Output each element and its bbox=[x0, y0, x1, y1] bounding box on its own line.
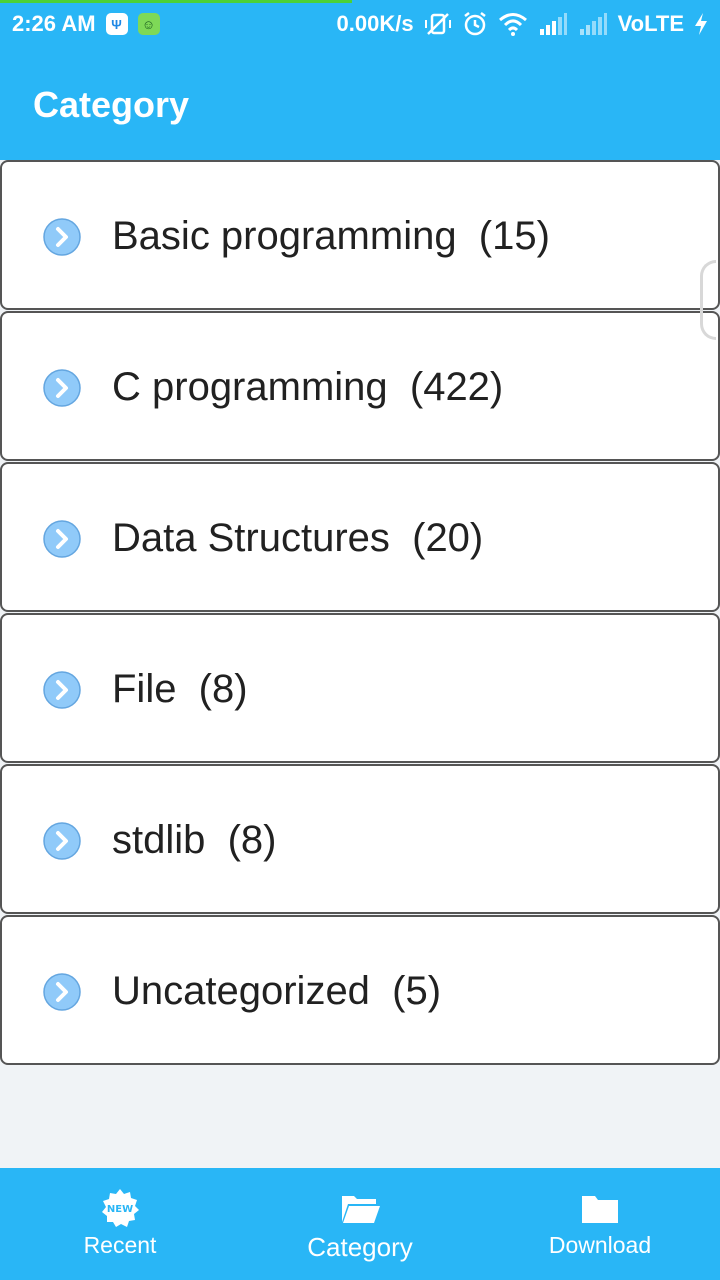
category-label: stdlib (8) bbox=[112, 818, 277, 862]
new-badge-text: NEW bbox=[107, 1204, 133, 1215]
alarm-icon bbox=[463, 12, 486, 36]
nav-label-download: Download bbox=[548, 1232, 652, 1258]
carrier-label: VoLTE bbox=[617, 11, 684, 36]
category-item-stdlib[interactable]: stdlib (8) bbox=[0, 764, 720, 914]
vibrate-off-icon bbox=[424, 13, 451, 35]
folder-icon bbox=[582, 1196, 618, 1223]
category-label: Data Structures (20) bbox=[112, 516, 484, 560]
wifi-icon bbox=[498, 13, 527, 36]
nav-item-recent[interactable]: NEW Recent bbox=[0, 1168, 240, 1280]
new-badge-icon: NEW bbox=[102, 1189, 139, 1227]
network-speed: 0.00K/s bbox=[336, 11, 414, 36]
chevron-right-icon bbox=[43, 973, 81, 1011]
nav-item-download[interactable]: Download bbox=[480, 1168, 720, 1280]
category-label: C programming (422) bbox=[112, 365, 504, 409]
category-item-uncategorized[interactable]: Uncategorized (5) bbox=[0, 915, 720, 1065]
android-icon: ☺ bbox=[137, 13, 160, 35]
folder-open-icon bbox=[342, 1196, 380, 1223]
category-item-file[interactable]: File (8) bbox=[0, 613, 720, 763]
chevron-right-icon bbox=[43, 369, 81, 407]
signal-icon bbox=[539, 13, 567, 35]
status-bar: 2:26 AM Ψ ☺ 0.00K/s bbox=[0, 0, 720, 48]
signal-icon bbox=[579, 13, 607, 35]
usb-icon: Ψ bbox=[105, 13, 128, 35]
bottom-navigation: NEW Recent Category Download bbox=[0, 1168, 720, 1280]
charging-icon bbox=[695, 13, 707, 35]
category-item-basic-programming[interactable]: Basic programming (15) bbox=[0, 160, 720, 310]
page-title: Category bbox=[33, 84, 190, 125]
category-label: Uncategorized (5) bbox=[112, 969, 442, 1013]
status-time: 2:26 AM bbox=[12, 11, 96, 36]
loading-line bbox=[0, 0, 352, 3]
category-label: Basic programming (15) bbox=[112, 214, 550, 258]
nav-label-recent: Recent bbox=[83, 1232, 157, 1258]
chevron-right-icon bbox=[43, 520, 81, 558]
category-item-data-structures[interactable]: Data Structures (20) bbox=[0, 462, 720, 612]
nav-label-category: Category bbox=[307, 1232, 413, 1262]
chevron-right-icon bbox=[43, 671, 81, 709]
chevron-right-icon bbox=[43, 218, 81, 256]
chevron-right-icon bbox=[43, 822, 81, 860]
app-bar: Category bbox=[0, 48, 720, 160]
category-list: Basic programming (15) C programming (42… bbox=[0, 160, 720, 1066]
category-item-c-programming[interactable]: C programming (422) bbox=[0, 311, 720, 461]
nav-item-category[interactable]: Category bbox=[240, 1168, 480, 1280]
scroll-indicator[interactable] bbox=[700, 260, 716, 340]
category-label: File (8) bbox=[112, 667, 248, 711]
